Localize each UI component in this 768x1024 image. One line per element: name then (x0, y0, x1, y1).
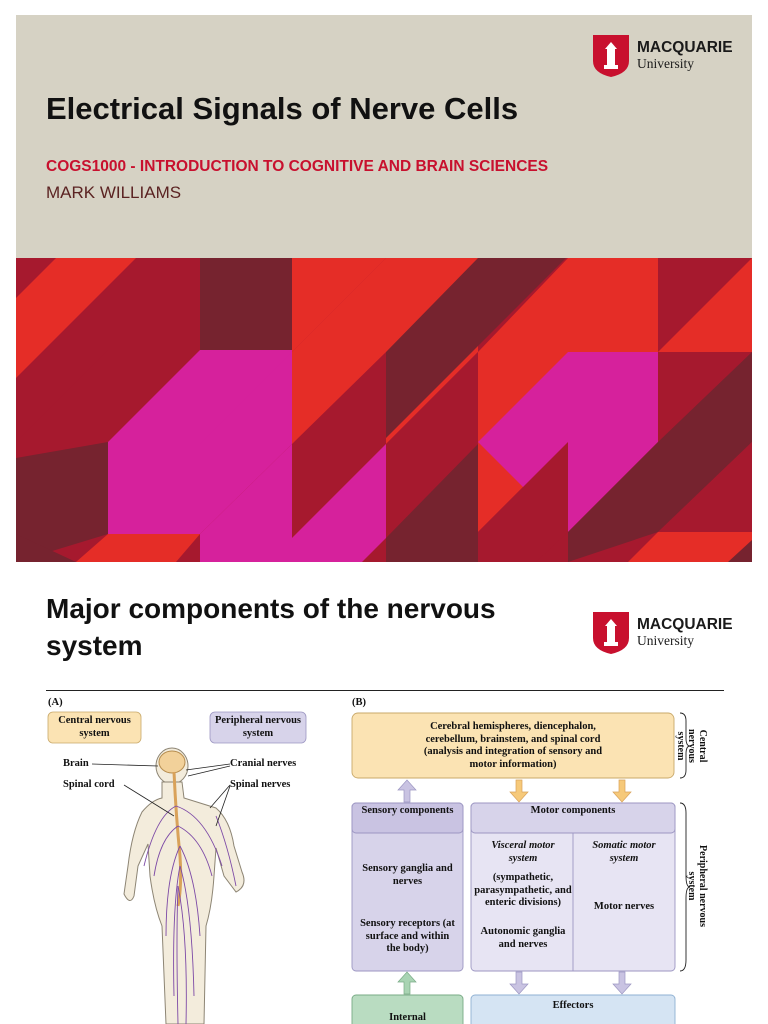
cns-box: Cerebral hemispheres, diencephalon, cere… (423, 721, 603, 770)
sensory-components-title: Sensory components (361, 805, 454, 816)
peripheral-nervous-system-box: Peripheral nervous system (214, 715, 302, 739)
effectors-title: Effectors (552, 1000, 594, 1011)
divider (46, 690, 724, 691)
logo-name-line2: University (637, 56, 694, 71)
side-label-central: Central nervous system (675, 729, 708, 763)
motor-nerves-text: Motor nerves (593, 901, 655, 912)
label-brain: Brain (63, 758, 89, 769)
motor-components-title: Motor components (530, 805, 616, 816)
side-brackets (679, 712, 691, 972)
university-logo: MACQUARIE University (593, 612, 733, 656)
label-spinal-cord: Spinal cord (63, 779, 115, 790)
university-crest-icon (593, 35, 629, 77)
visceral-motor-system-title: Visceral motor system (491, 840, 555, 864)
logo-name-line2: University (637, 633, 694, 648)
slide-title: Major components of the nervous system (46, 593, 496, 661)
slide-title: Electrical Signals of Nerve Cells (46, 91, 519, 126)
internal-label: Internal (389, 1012, 426, 1023)
logo-name-line1: MACQUARIE (637, 39, 733, 56)
panel-b-letter: (B) (352, 697, 366, 708)
author-name: MARK WILLIAMS (46, 183, 182, 202)
diagonal-stripe-pattern (16, 258, 752, 562)
label-cranial-nerves: Cranial nerves (230, 758, 297, 769)
university-logo: MACQUARIE University (593, 35, 733, 79)
title-slide: MACQUARIE University Electrical Signals … (16, 15, 752, 562)
logo-name-line1: MACQUARIE (637, 616, 733, 633)
autonomic-ganglia-text: Autonomic ganglia and nerves (480, 926, 566, 950)
sensory-ganglia-text: Sensory ganglia and nerves (362, 863, 453, 887)
sensory-receptors-text: Sensory receptors (at surface and within… (360, 918, 455, 954)
content-slide: Major components of the nervous system M… (16, 576, 752, 1024)
flow-arrows (397, 779, 632, 995)
university-crest-icon (593, 612, 629, 654)
panel-a-letter: (A) (48, 697, 63, 708)
nerve-lines (143, 805, 237, 1024)
course-name: COGS1000 - INTRODUCTION TO COGNITIVE AND… (46, 158, 549, 175)
title-band (16, 15, 752, 258)
visceral-divisions-text: (sympathetic, parasympathetic, and enter… (474, 872, 572, 908)
nervous-system-figure (47, 711, 691, 1024)
central-nervous-system-box: Central nervous system (58, 715, 131, 739)
somatic-motor-system-title: Somatic motor system (592, 840, 656, 864)
label-spinal-nerves: Spinal nerves (230, 779, 291, 790)
side-label-peripheral: Peripheral nervous system (686, 845, 708, 927)
